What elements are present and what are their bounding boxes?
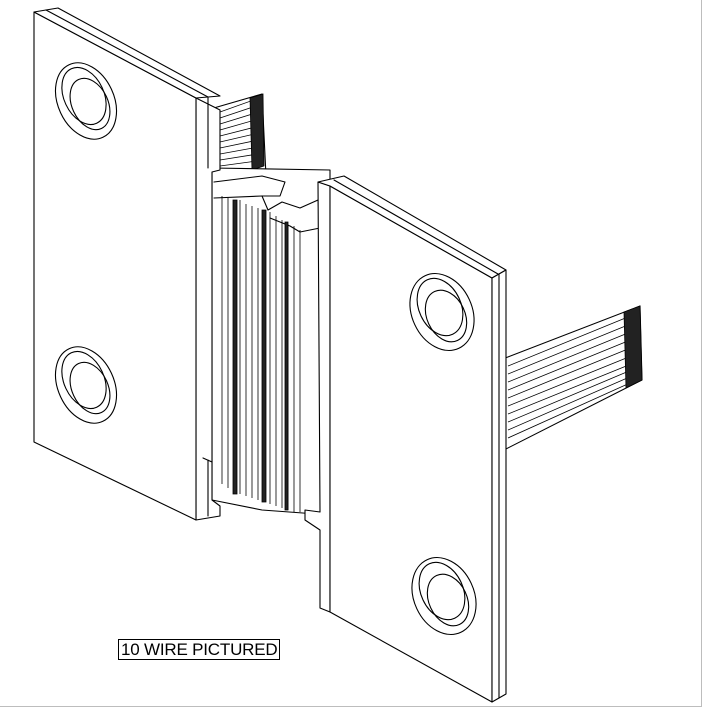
- center-spine: [211, 167, 331, 516]
- caption-label: 10 WIRE PICTURED: [118, 639, 281, 660]
- right-plate-lower-hole: [411, 557, 477, 635]
- right-plate: [304, 175, 507, 703]
- left-plate-upper-hole: [54, 62, 118, 140]
- right-plate-upper-hole: [409, 273, 475, 351]
- left-plate: [33, 7, 221, 521]
- left-plate-lower-hole: [54, 346, 118, 424]
- right-wire-ribbon: [499, 305, 643, 453]
